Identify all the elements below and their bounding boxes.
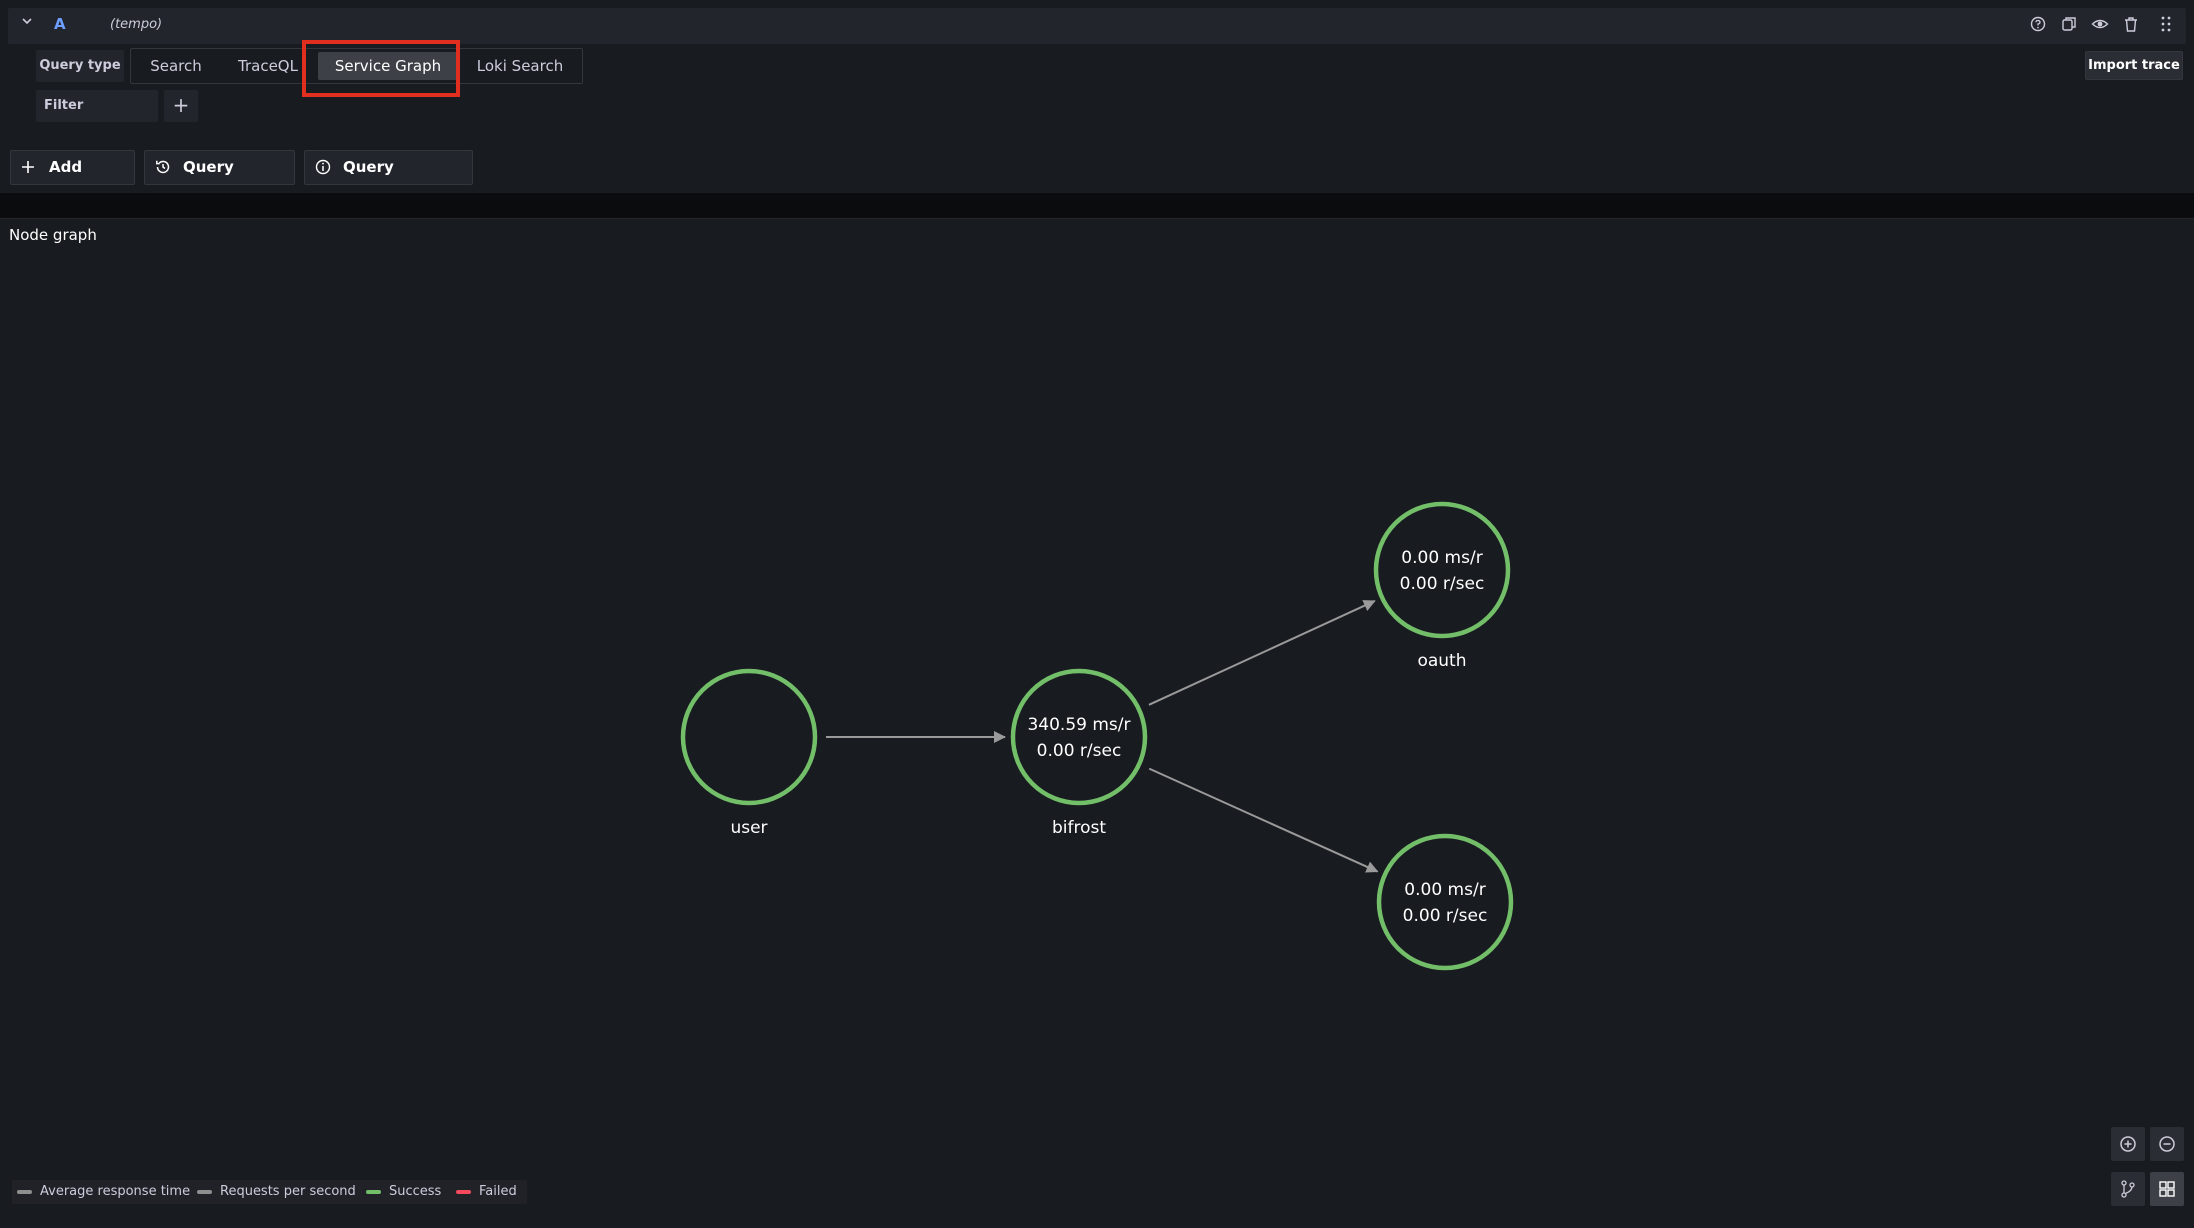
section-divider <box>0 193 2194 218</box>
annotation-highlight-box <box>302 40 460 97</box>
node-stat-rate: 0.00 r/sec <box>1403 906 1488 926</box>
plus-icon <box>22 161 34 173</box>
zoom-in-icon <box>2120 1136 2136 1152</box>
node-bifrost[interactable]: 340.59 ms/r 0.00 r/sec bifrost <box>1010 668 1148 838</box>
zoom-in-button[interactable] <box>2111 1127 2145 1161</box>
trash-icon[interactable] <box>2122 15 2140 33</box>
node-stat-rate: 0.00 r/sec <box>1037 741 1122 761</box>
datasource-name: (tempo) <box>110 17 163 32</box>
legend-item-rps[interactable]: Requests per second <box>220 1184 356 1199</box>
node-label: user <box>730 818 767 838</box>
duplicate-icon[interactable] <box>2060 15 2078 33</box>
info-circle-icon <box>315 159 331 175</box>
node-node4[interactable]: 0.00 ms/r 0.00 r/sec <box>1376 833 1514 971</box>
add-filter-button[interactable]: + <box>164 90 198 122</box>
legend-item-avg-response[interactable]: Average response time <box>40 1184 191 1199</box>
grid-layout-button[interactable] <box>2150 1172 2184 1206</box>
tab-traceql[interactable]: TraceQL <box>238 57 298 75</box>
query-inspector-button[interactable]: Query inspector <box>304 150 473 209</box>
node-label: oauth <box>1417 651 1466 671</box>
node-graph-canvas[interactable]: user 340.59 ms/r 0.00 r/sec bifrost 0.00 ms/… <box>0 218 2194 1228</box>
graph-layout-button[interactable] <box>2111 1172 2145 1206</box>
eye-icon[interactable] <box>2091 15 2109 33</box>
legend-swatch-avg-response <box>17 1190 32 1194</box>
node-circle[interactable] <box>1376 833 1514 971</box>
legend-swatch-success <box>366 1190 381 1194</box>
panel-title: Node graph <box>9 226 97 244</box>
query-ref-id[interactable]: A <box>54 15 66 33</box>
filter-label: Filter <box>36 90 158 122</box>
edge-bifrost-node4[interactable] <box>1148 767 1379 873</box>
node-circle[interactable] <box>680 668 818 806</box>
node-stat-response-time: 0.00 ms/r <box>1404 880 1485 900</box>
tab-loki-search[interactable]: Loki Search <box>476 57 564 75</box>
node-label: bifrost <box>1052 818 1106 838</box>
node-oauth[interactable]: 0.00 ms/r 0.00 r/sec oauth <box>1373 501 1511 671</box>
query-header[interactable] <box>8 8 2186 44</box>
node-circle[interactable] <box>1010 668 1148 806</box>
graph-legend <box>12 1180 527 1204</box>
zoom-out-icon <box>2159 1136 2175 1152</box>
node-stat-response-time: 340.59 ms/r <box>1027 715 1130 735</box>
history-icon <box>156 160 170 174</box>
legend-item-success[interactable]: Success <box>389 1184 442 1199</box>
layout-graph-icon <box>2121 1180 2135 1198</box>
import-trace-button[interactable]: Import trace <box>2085 51 2183 80</box>
layout-grid-icon <box>2159 1181 2175 1197</box>
help-icon[interactable] <box>2029 15 2047 33</box>
node-circle[interactable] <box>1373 501 1511 639</box>
zoom-out-button[interactable] <box>2150 1127 2184 1161</box>
node-stat-response-time: 0.00 ms/r <box>1401 548 1482 568</box>
edge-bifrost-oauth[interactable] <box>1148 600 1376 706</box>
query-type-radio-group <box>130 48 583 84</box>
node-user[interactable]: user <box>680 668 818 838</box>
node-stat-rate: 0.00 r/sec <box>1400 574 1485 594</box>
chevron-down-icon[interactable] <box>20 14 34 28</box>
legend-item-failed[interactable]: Failed <box>479 1184 517 1199</box>
legend-swatch-failed <box>456 1190 471 1194</box>
query-type-label: Query type <box>36 50 124 82</box>
tab-search[interactable]: Search <box>150 57 202 75</box>
tab-service-graph[interactable]: Service Graph <box>318 52 458 80</box>
legend-swatch-rps <box>197 1190 212 1194</box>
drag-handle-icon[interactable] <box>2157 15 2175 33</box>
